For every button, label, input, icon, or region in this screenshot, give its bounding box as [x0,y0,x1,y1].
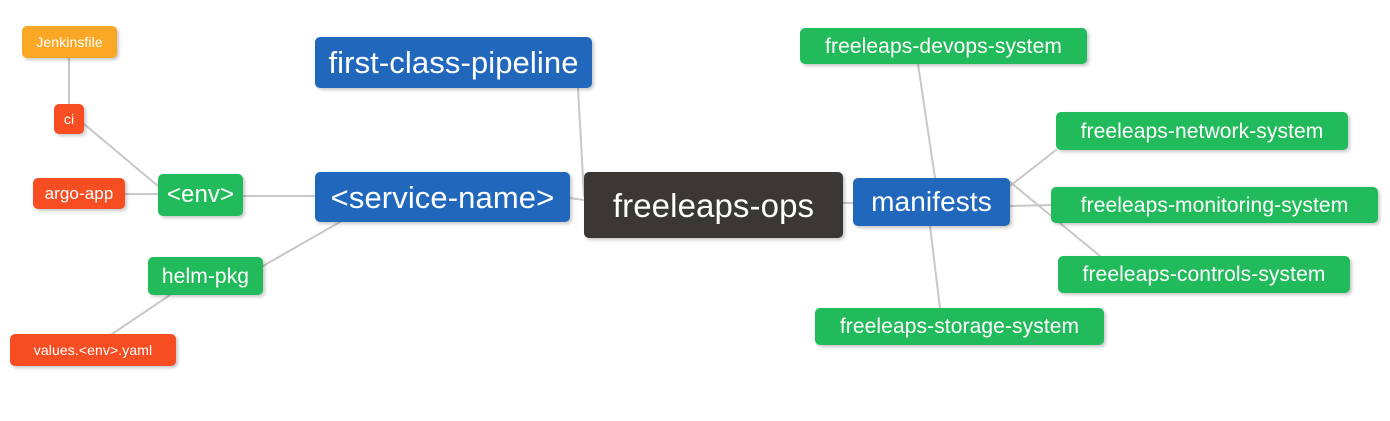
mindmap-node-argo-app[interactable]: argo-app [33,178,125,209]
mindmap-node-values-yaml[interactable]: values.<env>.yaml [10,334,176,366]
mindmap-node-manifests[interactable]: manifests [853,178,1010,226]
mindmap-node-storage-system[interactable]: freeleaps-storage-system [815,308,1104,345]
mindmap-node-jenkinsfile[interactable]: Jenkinsfile [22,26,117,58]
edge-manifests-to-storage-system [929,225,941,309]
edge-helm-pkg-to-values-yaml [111,294,171,335]
mindmap-node-monitoring-system[interactable]: freeleaps-monitoring-system [1051,187,1378,223]
mindmap-node-network-system[interactable]: freeleaps-network-system [1056,112,1348,150]
mindmap-node-devops-system[interactable]: freeleaps-devops-system [800,28,1087,64]
edge-env-to-ci [83,123,159,187]
mindmap-node-root[interactable]: freeleaps-ops [584,172,843,238]
mindmap-node-helm-pkg[interactable]: helm-pkg [148,257,263,295]
edge-manifests-to-devops-system [917,63,936,179]
mindmap-node-env[interactable]: <env> [158,174,243,216]
edge-service-name-to-helm-pkg [262,221,341,267]
mindmap-node-service-name[interactable]: <service-name> [315,172,570,222]
edge-root-to-service-name [569,197,585,201]
edge-manifests-to-monitoring-system [1009,204,1052,207]
mindmap-node-controls-system[interactable]: freeleaps-controls-system [1058,256,1350,293]
mindmap-node-ci[interactable]: ci [54,104,84,134]
edge-manifests-to-network-system [1009,149,1057,187]
mindmap-node-pipeline[interactable]: first-class-pipeline [315,37,592,88]
